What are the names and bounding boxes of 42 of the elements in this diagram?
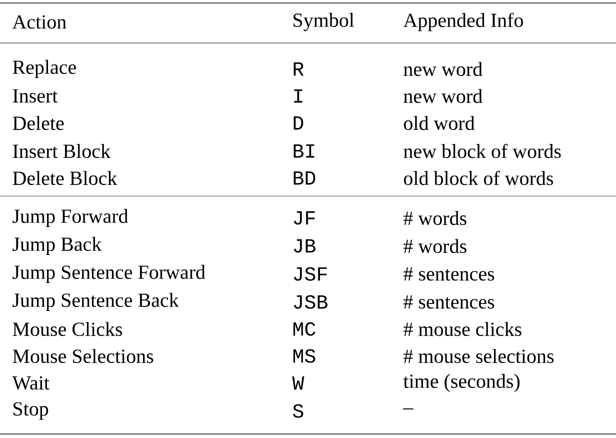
table-text: # words bbox=[404, 238, 466, 254]
table-text: Mouse Selections bbox=[12, 348, 154, 364]
action-symbol: BD bbox=[294, 171, 316, 185]
table-text: Replace bbox=[12, 60, 76, 78]
table-text: Jump Forward bbox=[12, 208, 128, 228]
table-text: Insert bbox=[12, 89, 58, 103]
action-symbol: S bbox=[292, 404, 304, 418]
action-symbol: JSB bbox=[294, 295, 328, 309]
column-header: Action bbox=[12, 15, 66, 29]
table-text: Stop bbox=[14, 402, 48, 420]
table-text: # words bbox=[404, 210, 466, 226]
action-symbol: MC bbox=[293, 322, 316, 336]
table-text: Insert Block bbox=[12, 144, 111, 158]
table-text: # sentences bbox=[404, 267, 494, 281]
table-text: # mouse clicks bbox=[404, 322, 522, 336]
action-symbol: R bbox=[294, 62, 304, 76]
table-text: # sentences bbox=[404, 295, 494, 309]
table-text: old word bbox=[404, 116, 475, 130]
table-text: – bbox=[403, 408, 414, 410]
action-symbol: JSF bbox=[294, 267, 327, 281]
column-header: Appended Info bbox=[403, 12, 523, 32]
action-symbol: MS bbox=[293, 349, 316, 363]
action-symbol: W bbox=[292, 376, 304, 390]
table-text: Delete Block bbox=[12, 170, 118, 186]
action-symbol: BI bbox=[294, 144, 314, 158]
table-text: Mouse Clicks bbox=[12, 322, 122, 336]
table-text: # mouse selections bbox=[404, 348, 554, 364]
action-symbol: JF bbox=[294, 211, 315, 225]
table-text: Wait bbox=[12, 376, 50, 390]
table-text: new block of words bbox=[404, 144, 561, 158]
table-text: time (seconds) bbox=[403, 374, 520, 392]
table-text: old block of words bbox=[404, 170, 554, 186]
action-symbol: JB bbox=[294, 239, 316, 253]
column-header: Symbol bbox=[294, 12, 354, 32]
action-symbol: I bbox=[294, 89, 302, 103]
table-text: Delete bbox=[12, 116, 64, 130]
table-text: Jump Sentence Forward bbox=[12, 264, 206, 284]
table-text: Jump Back bbox=[12, 236, 102, 256]
action-symbol: D bbox=[294, 116, 304, 130]
table-text: new word bbox=[404, 62, 482, 76]
table-text: new word bbox=[404, 88, 482, 104]
table-text: Jump Sentence Back bbox=[12, 292, 179, 312]
